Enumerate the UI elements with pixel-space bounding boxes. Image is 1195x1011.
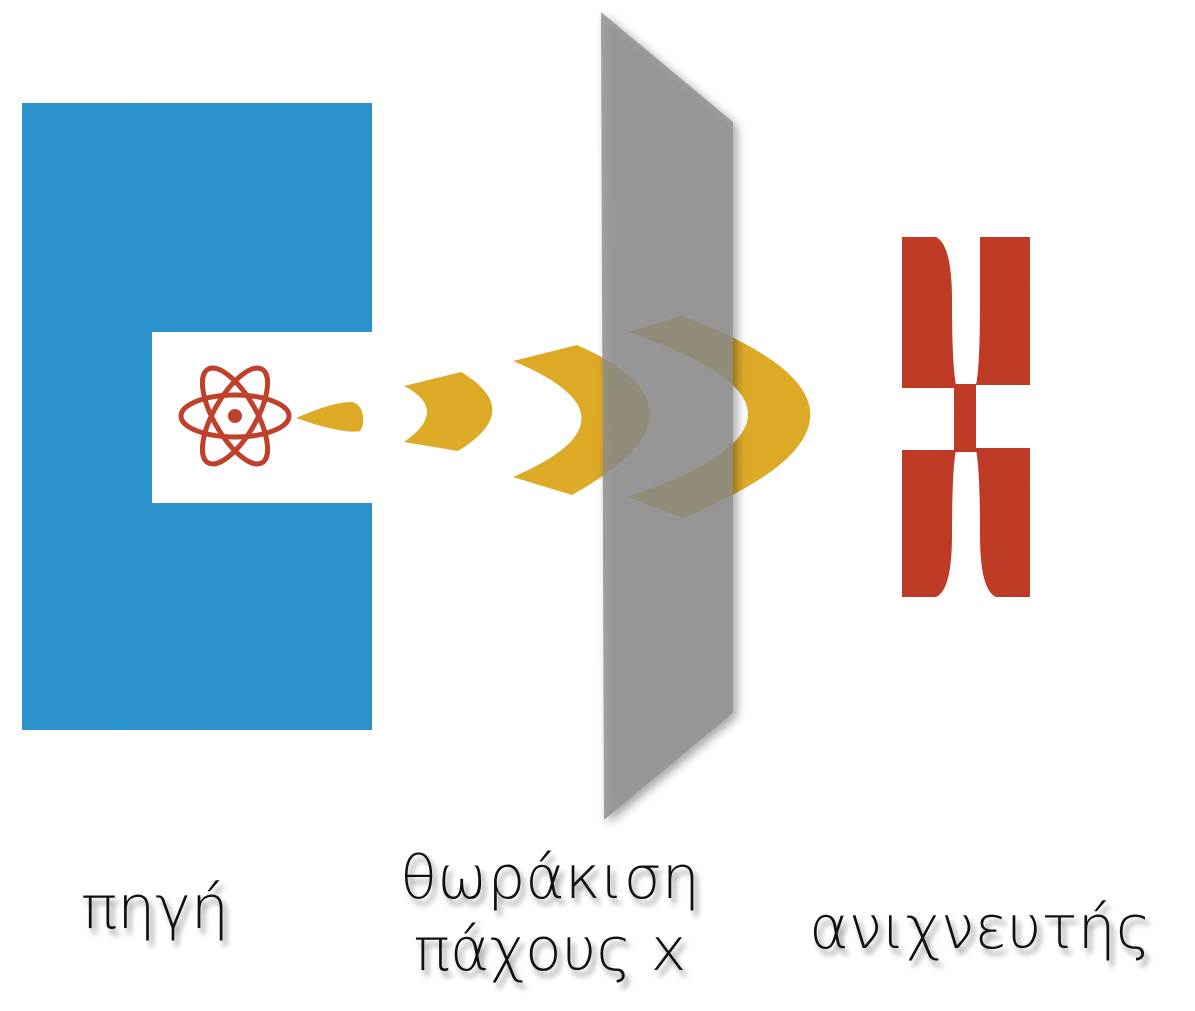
radiation-droplet <box>296 402 364 432</box>
radiation-wave-1 <box>404 372 493 451</box>
detector-center-left <box>902 384 954 388</box>
source-block <box>22 103 372 730</box>
shield-label: θωράκιση πάχους x <box>340 842 760 986</box>
radiation-wave-3 <box>628 316 811 518</box>
source-label: πηγή <box>81 873 229 943</box>
detector-top-right <box>976 237 1030 385</box>
radiation-waves <box>296 316 811 518</box>
detector-label: ανιχνευτής <box>809 893 1151 963</box>
detector-icon <box>902 237 1030 597</box>
detector-center <box>954 384 976 452</box>
atom-icon <box>178 365 292 467</box>
shielding-plate <box>601 12 733 820</box>
shield-label-line-1: θωράκιση <box>400 843 700 913</box>
detector-bottom-left <box>902 450 956 597</box>
detector-bottom-right <box>976 450 1030 597</box>
detector-top-left <box>902 237 956 385</box>
shield-label-line-2: πάχους x <box>413 915 687 985</box>
